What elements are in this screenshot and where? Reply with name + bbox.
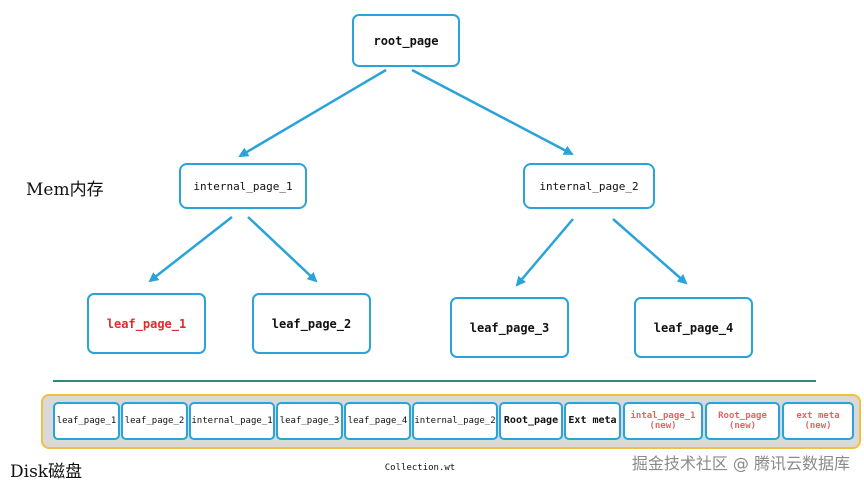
- disk-cell-leaf-page-3: leaf_page_3: [276, 402, 343, 440]
- disk-cell-new-tag: (new): [649, 421, 677, 431]
- file-name-label: Collection.wt: [384, 463, 456, 473]
- root-page-node: root_page: [352, 14, 460, 67]
- leaf-page-1-node: leaf_page_1: [87, 293, 206, 354]
- disk-label: Disk磁盘: [10, 462, 83, 482]
- disk-cell-label: internal_page_1: [191, 415, 273, 426]
- disk-cell-intal-page-1-new: intal_page_1 (new): [623, 402, 703, 440]
- disk-cell-label: Ext meta: [568, 415, 617, 427]
- disk-cell-label: leaf_page_2: [124, 415, 185, 426]
- arrow-root-to-internal-1: [238, 68, 387, 158]
- disk-cell-internal-page-1: internal_page_1: [189, 402, 275, 440]
- disk-cell-ext-meta-new: ext meta (new): [782, 402, 854, 440]
- arrow-root-to-internal-2: [411, 68, 574, 156]
- watermark-text: 掘金技术社区 @ 腾讯云数据库: [631, 454, 850, 473]
- arrow-internal-1-to-leaf-1: [148, 216, 233, 283]
- leaf-page-3-node: leaf_page_3: [450, 297, 569, 358]
- disk-cell-label: leaf_page_3: [279, 415, 340, 426]
- disk-cell-leaf-page-1: leaf_page_1: [53, 402, 120, 440]
- disk-cell-root-page: Root_page: [499, 402, 563, 440]
- disk-cell-label: internal_page_2: [414, 415, 496, 426]
- disk-cell-new-tag: (new): [804, 421, 832, 431]
- disk-cell-ext-meta: Ext meta: [564, 402, 621, 440]
- disk-cell-label: leaf_page_4: [347, 415, 408, 426]
- internal-page-1-node: internal_page_1: [179, 163, 307, 209]
- disk-cell-new-tag: (new): [728, 421, 757, 431]
- arrow-internal-2-to-leaf-3: [515, 218, 574, 287]
- arrow-internal-1-to-leaf-2: [247, 216, 318, 283]
- leaf-page-4-node: leaf_page_4: [634, 297, 753, 358]
- disk-cell-leaf-page-2: leaf_page_2: [121, 402, 188, 440]
- leaf-page-2-node: leaf_page_2: [252, 293, 371, 354]
- disk-cell-root-page-new: Root_page (new): [705, 402, 780, 440]
- disk-cell-label: Root_page: [718, 410, 767, 421]
- disk-cell-label: leaf_page_1: [56, 415, 117, 426]
- internal-page-2-node: internal_page_2: [523, 163, 655, 209]
- arrow-internal-2-to-leaf-4: [612, 218, 688, 285]
- disk-cell-label: ext meta: [796, 410, 840, 421]
- disk-cell-label: Root_page: [503, 415, 559, 427]
- mem-disk-divider: [53, 380, 816, 382]
- disk-cell-internal-page-2: internal_page_2: [412, 402, 498, 440]
- disk-cell-leaf-page-4: leaf_page_4: [344, 402, 411, 440]
- mem-label: Mem内存: [26, 180, 104, 200]
- disk-cell-label: intal_page_1: [630, 410, 696, 421]
